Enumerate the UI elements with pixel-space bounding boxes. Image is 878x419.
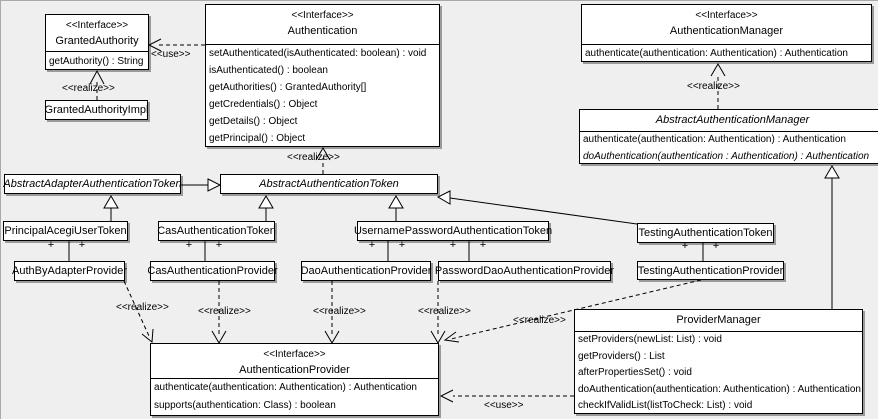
cardinality-plus: + — [681, 240, 689, 252]
generalization-arrow-icon — [436, 190, 451, 205]
class-testing-authentication-provider[interactable]: TestingAuthenticationProvider — [637, 261, 784, 280]
class-testing-authentication-token[interactable]: TestingAuthenticationToken — [637, 223, 774, 243]
method: authenticate(authentication: Authenticat… — [154, 382, 417, 393]
realize-arrow-icon — [430, 330, 446, 344]
class-granted-authority-impl[interactable]: GrantedAuthorityImpl — [45, 100, 148, 120]
use-arrow-icon — [439, 389, 454, 403]
class-name: Authentication — [287, 25, 358, 37]
class-cas-authentication-provider[interactable]: CasAuthenticationProvider — [147, 261, 278, 281]
class-dao-authentication-provider[interactable]: DaoAuthenticationProvider — [301, 261, 431, 281]
class-name: TestingAuthenticationProvider — [637, 264, 784, 277]
realize-label: <<realize>> — [418, 306, 471, 317]
class-name: AuthenticationManager — [669, 25, 784, 37]
method: setProviders(newList: List) : void — [578, 334, 722, 345]
class-name: ProviderManager — [676, 314, 761, 326]
stereotype: <<Interface>> — [291, 10, 354, 21]
class-name: AbstractAuthenticationToken — [259, 178, 399, 190]
class-abstract-authentication-manager[interactable]: AbstractAuthenticationManager authentica… — [579, 109, 878, 164]
cardinality-plus: + — [479, 239, 487, 251]
realize-label: <<realize>> — [513, 315, 566, 326]
generalization-arrow-icon — [258, 195, 274, 209]
cardinality-plus: + — [78, 239, 86, 251]
generalization-arrow-icon — [824, 165, 840, 179]
class-name: AuthByAdapterProvider — [12, 265, 127, 277]
class-name: AbstractAuthenticationManager — [655, 114, 810, 126]
method: authenticate(authentication: Authenticat… — [585, 48, 848, 59]
cardinality-plus: + — [185, 239, 193, 251]
class-authentication-manager[interactable]: <<Interface>> AuthenticationManager auth… — [581, 4, 872, 62]
method: doAuthentication(authentication: Authent… — [578, 383, 861, 395]
cardinality-plus: + — [398, 239, 406, 251]
realize-arrow-icon — [141, 328, 154, 343]
class-name: TestingAuthenticationToken — [638, 227, 773, 239]
class-password-dao-authentication-provider[interactable]: PasswordDaoAuthenticationProvider — [434, 261, 615, 281]
realize-arrow-icon — [324, 330, 340, 344]
class-auth-by-adapter-provider[interactable]: AuthByAdapterProvider — [12, 261, 127, 281]
realize-label: <<realize>> — [116, 302, 169, 313]
method: supports(authentication: Class) : boolea… — [154, 400, 336, 411]
realize-label: <<realize>> — [287, 152, 340, 163]
method: isAuthenticated() : boolean — [209, 65, 328, 76]
realize-arrow-icon — [211, 330, 227, 344]
realize-label: <<realize>> — [62, 83, 115, 94]
class-name: CasAuthenticationProvider — [147, 265, 278, 277]
class-authentication[interactable]: <<Interface>> Authentication setAuthenti… — [205, 4, 440, 147]
class-name: AuthenticationProvider — [239, 364, 350, 376]
cardinality-plus: + — [712, 240, 720, 252]
method: getDetails() : Object — [209, 116, 298, 127]
method: getProviders() : List — [578, 350, 665, 362]
class-abstract-authentication-token[interactable]: AbstractAuthenticationToken — [220, 174, 438, 194]
method: afterPropertiesSet() : void — [578, 367, 692, 378]
class-name: AbstractAdapterAuthenticationToken — [3, 178, 182, 190]
class-cas-authentication-token[interactable]: CasAuthenticationToken — [157, 221, 276, 241]
class-name: PrincipalAcegiUserToken — [4, 225, 127, 237]
method: getPrincipal() : Object — [209, 133, 306, 144]
realize-label: <<realize>> — [313, 306, 366, 317]
method: doAuthentication(authentication : Authen… — [583, 150, 870, 162]
realize-label: <<realize>> — [198, 306, 251, 317]
stereotype: <<Interface>> — [263, 349, 326, 360]
cardinality-plus: + — [215, 239, 223, 251]
method: authenticate(authentication: Authenticat… — [583, 134, 846, 145]
use-label: <<use>> — [484, 400, 524, 411]
class-name: CasAuthenticationToken — [157, 225, 276, 237]
realize-arrow-icon — [710, 63, 726, 77]
generalization-arrow-icon — [207, 178, 222, 192]
class-principal-acegi-user-token[interactable]: PrincipalAcegiUserToken — [3, 221, 128, 241]
realize-label: <<realize>> — [687, 81, 740, 92]
cardinality-plus: + — [368, 239, 376, 251]
method: getAuthority() : String — [49, 56, 144, 67]
class-name: DaoAuthenticationProvider — [300, 265, 432, 277]
class-username-password-authentication-token[interactable]: UsernamePasswordAuthenticationToken — [353, 221, 553, 241]
cardinality-plus: + — [449, 239, 457, 251]
class-authentication-provider[interactable]: <<Interface>> AuthenticationProvider aut… — [150, 343, 439, 416]
method: setAuthenticated(isAuthenticated: boolea… — [209, 48, 427, 59]
class-name: GrantedAuthorityImpl — [44, 104, 149, 116]
class-granted-authority[interactable]: <<Interface>> GrantedAuthority getAuthor… — [45, 14, 149, 70]
cardinality-plus: + — [47, 239, 55, 251]
generalization-arrow-icon — [103, 195, 119, 209]
stereotype: <<Interface>> — [65, 20, 129, 31]
class-name: UsernamePasswordAuthenticationToken — [353, 225, 553, 237]
method: getCredentials() : Object — [209, 99, 318, 110]
class-provider-manager[interactable]: ProviderManager setProviders(newList: Li… — [574, 309, 863, 414]
class-name: GrantedAuthority — [55, 35, 139, 47]
method: checkIfValidList(listToCheck: List) : vo… — [578, 400, 753, 411]
class-name: PasswordDaoAuthenticationProvider — [434, 265, 615, 277]
generalization-arrow-icon — [388, 195, 404, 209]
realize-arrow-icon — [443, 331, 460, 343]
use-label: <<use>> — [151, 49, 191, 60]
class-abstract-adapter-authentication-token[interactable]: AbstractAdapterAuthenticationToken — [3, 174, 182, 194]
method: getAuthorities() : GrantedAuthority[] — [209, 82, 367, 93]
stereotype: <<Interface>> — [695, 10, 758, 21]
